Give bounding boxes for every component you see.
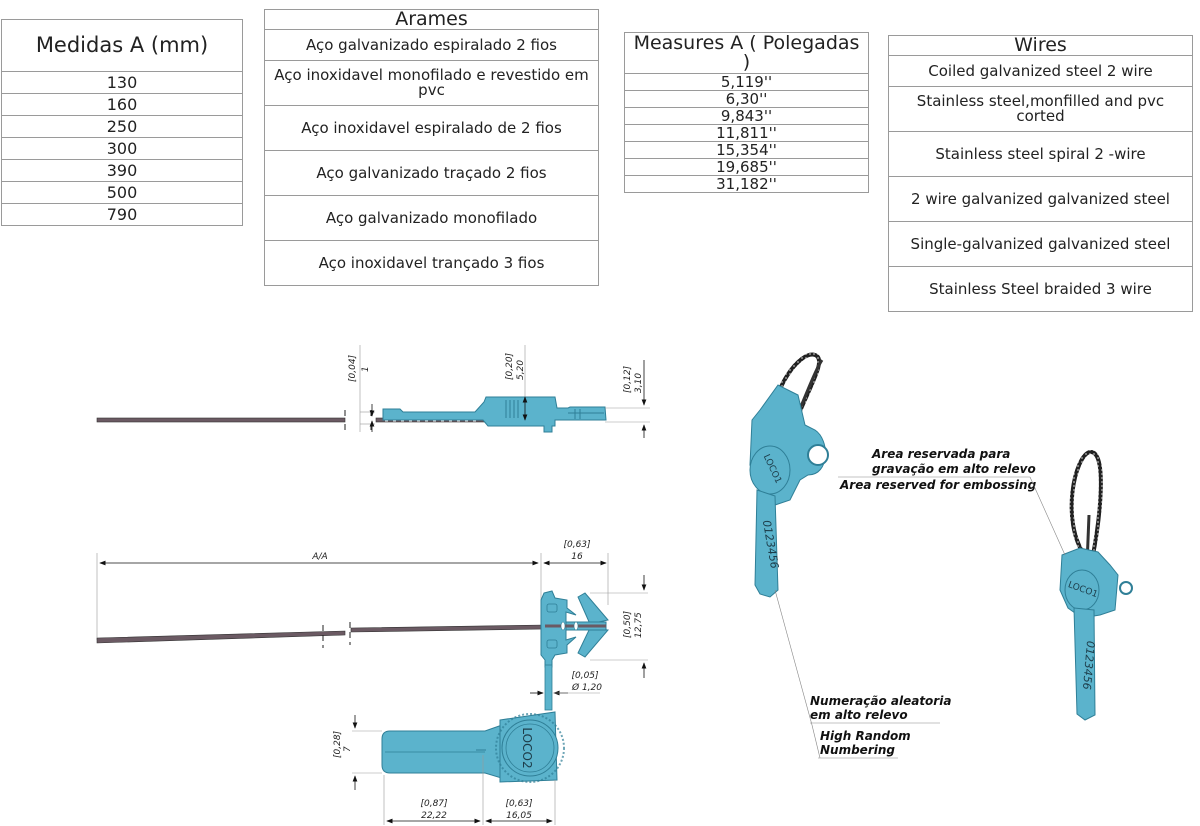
seal-body-side bbox=[382, 396, 607, 433]
arames-table: Arames Aço galvanizado espiralado 2 fios… bbox=[264, 9, 599, 286]
table-row: 6,30'' bbox=[625, 90, 868, 107]
table-row: 5,119'' bbox=[625, 73, 868, 90]
table-row: 15,354'' bbox=[625, 141, 868, 158]
seal-tab-iso bbox=[754, 489, 779, 598]
dim-body-height-inch: [0,20] bbox=[505, 352, 515, 380]
cable-loop bbox=[1069, 450, 1103, 561]
medidas-mm-table: Medidas A (mm) 130 160 250 300 390 500 7… bbox=[1, 19, 243, 226]
dim-tab-height-mm: 7 bbox=[343, 746, 353, 752]
table-row: 160 bbox=[2, 93, 242, 115]
dim-body-height-mm: 5,20 bbox=[516, 360, 526, 380]
table-row: Stainless Steel braided 3 wire bbox=[889, 266, 1192, 311]
dim-stem-diameter-mm: Ø 1,20 bbox=[571, 682, 602, 693]
table-row: 9,843'' bbox=[625, 107, 868, 124]
dim-wire-thickness-mm: 1 bbox=[361, 366, 371, 372]
dim-length-a: A/A bbox=[311, 552, 327, 562]
table-row: 250 bbox=[2, 115, 242, 137]
dim-tip-height-inch: [0,12] bbox=[623, 365, 633, 393]
note-embossing-pt-1: Area reservada para bbox=[871, 447, 1010, 461]
dim-tip-height-mm: 3,10 bbox=[634, 373, 644, 393]
table-row: 19,685'' bbox=[625, 158, 868, 175]
seal-disc bbox=[501, 719, 559, 777]
table-row: 130 bbox=[2, 71, 242, 93]
dim-head-height-mm: 12,75 bbox=[634, 612, 644, 638]
note-numbering-en-2: Numbering bbox=[820, 743, 895, 757]
table-row: 790 bbox=[2, 203, 242, 225]
wire-right-segment bbox=[350, 624, 546, 633]
seal-stem bbox=[544, 664, 553, 711]
wire-left-segment bbox=[96, 417, 346, 423]
note-numbering-pt-1: Numeração aleatoria bbox=[810, 694, 951, 708]
table-row: 300 bbox=[2, 137, 242, 159]
table-row: 2 wire galvanized galvanized steel bbox=[889, 176, 1192, 221]
note-embossing-en: Area reserved for embossing bbox=[839, 478, 1037, 492]
iso-right-number: 0123456 bbox=[1080, 640, 1097, 690]
table-row: Aço galvanizado monofilado bbox=[265, 195, 598, 240]
dim-tab-height-inch: [0,28] bbox=[333, 730, 343, 758]
table-header: Medidas A (mm) bbox=[35, 33, 209, 57]
table-header: Wires bbox=[1014, 34, 1067, 56]
seal-arrow-upper bbox=[577, 592, 609, 625]
note-embossing-pt-2: gravação em alto relevo bbox=[872, 462, 1036, 476]
table-header: Measures A ( Polegadas ) bbox=[633, 32, 860, 73]
table-row: Single-galvanized galvanized steel bbox=[889, 221, 1192, 266]
iso-view-right: LOCO1 0123456 bbox=[1059, 450, 1133, 721]
table-row: Aço inoxidavel trançado 3 fios bbox=[265, 240, 598, 285]
wires-table: Wires Coiled galvanized steel 2 wire Sta… bbox=[888, 35, 1193, 312]
annotations: Area reservada para gravação em alto rel… bbox=[774, 447, 1066, 759]
front-view: A/A [0,63] 16 [0,50] 12,75 [0,05] Ø bbox=[96, 540, 648, 825]
dim-stem-diameter-inch: [0,05] bbox=[571, 671, 599, 681]
note-numbering-pt-2: em alto relevo bbox=[810, 708, 908, 722]
side-view: [0,04] 1 [0,20] 5,20 [0,12] 3,10 bbox=[96, 345, 650, 438]
table-row: 31,182'' bbox=[625, 175, 868, 192]
table-row: Stainless steel,monfilled and pvc corted bbox=[889, 86, 1192, 131]
measures-inch-table: Measures A ( Polegadas ) 5,119'' 6,30'' … bbox=[624, 32, 869, 193]
iso-view-left: LOCO1 0123456 bbox=[749, 352, 829, 598]
dim-head-width-mm: 16 bbox=[571, 552, 583, 562]
table-row: 390 bbox=[2, 159, 242, 181]
table-row: Coiled galvanized steel 2 wire bbox=[889, 55, 1192, 86]
seal-tab-iso bbox=[1073, 607, 1096, 721]
table-row: 11,811'' bbox=[625, 124, 868, 141]
leader-line bbox=[1029, 476, 1066, 556]
table-header: Arames bbox=[395, 8, 468, 30]
table-row: Aço galvanizado traçado 2 fios bbox=[265, 150, 598, 195]
table-row: Aço inoxidavel monofilado e revestido em… bbox=[265, 60, 598, 105]
note-numbering-en-1: High Random bbox=[820, 729, 911, 743]
dim-head-height-inch: [0,50] bbox=[623, 610, 633, 638]
disc-brand-label: LOCO2 bbox=[520, 727, 534, 768]
table-row: 500 bbox=[2, 181, 242, 203]
table-row: Aço galvanizado espiralado 2 fios bbox=[265, 29, 598, 60]
dim-tab-length-inch: [0,87] bbox=[420, 799, 448, 809]
seal-arrow-lower bbox=[577, 627, 609, 658]
dim-disc-width-mm: 16,05 bbox=[506, 811, 532, 821]
dim-tab-length-mm: 22,22 bbox=[421, 811, 447, 821]
table-row: Aço inoxidavel espiralado de 2 fios bbox=[265, 105, 598, 150]
wire-left-segment bbox=[96, 630, 346, 644]
dim-disc-width-inch: [0,63] bbox=[505, 799, 533, 809]
leader-line bbox=[774, 589, 813, 726]
dim-wire-thickness-inch: [0,04] bbox=[348, 354, 358, 382]
table-row: Stainless steel spiral 2 -wire bbox=[889, 131, 1192, 176]
dim-head-width-inch: [0,63] bbox=[563, 540, 591, 550]
